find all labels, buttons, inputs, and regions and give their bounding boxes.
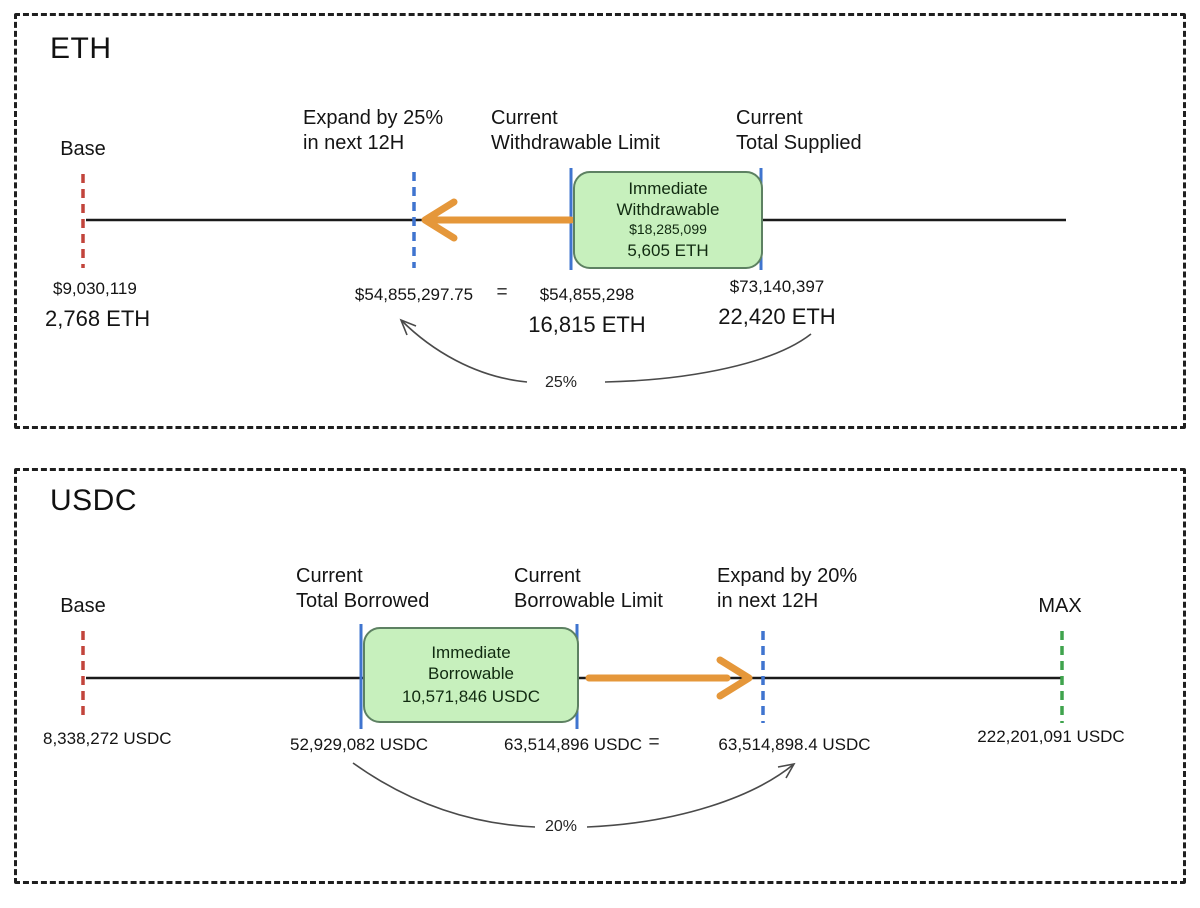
eth-base-usd-value: $9,030,119	[53, 279, 137, 298]
usdc-max-amount-value: 222,201,091 USDC	[977, 727, 1125, 746]
usdc-expand-amount-value: 63,514,898.4 USDC	[718, 735, 871, 754]
eth-supplied-amount-value: 22,420 ETH	[718, 304, 836, 329]
usdc-box-title-line2: Borrowable	[428, 664, 514, 683]
usdc-percent-label: 20%	[544, 818, 578, 835]
eth-expand-left-arrow	[421, 198, 575, 242]
eth-total-supplied-label: Current Total Supplied	[736, 107, 862, 154]
usdc-equals-sign: =	[648, 732, 660, 753]
eth-base-label: Base	[60, 138, 106, 160]
eth-box-title-line2: Withdrawable	[616, 200, 720, 219]
eth-panel: ETH Immediate	[14, 13, 1186, 429]
usdc-expand-label: Expand by 20% in next 12H	[717, 565, 858, 612]
eth-box-amount-value: 5,605 ETH	[627, 241, 709, 260]
eth-limit-usd-value: $54,855,298	[539, 285, 635, 304]
usdc-percent-annotation-arrow	[352, 762, 796, 828]
usdc-box-amount-value: 10,571,846 USDC	[402, 687, 540, 706]
eth-box-title-line1: Immediate	[628, 179, 708, 198]
usdc-total-borrowed-label: Current Total Borrowed	[296, 565, 430, 612]
eth-panel-title: ETH	[50, 32, 112, 65]
usdc-base-amount-value: 8,338,272 USDC	[43, 729, 172, 748]
eth-equals-sign: =	[496, 282, 508, 303]
usdc-number-line-graphic	[81, 624, 1064, 828]
eth-expand-usd-value: $54,855,297.75	[354, 285, 474, 304]
usdc-expand-right-arrow	[585, 656, 753, 700]
eth-immediate-withdrawable-box: Immediate Withdrawable $18,285,099 5,605…	[573, 171, 763, 269]
usdc-panel-title: USDC	[50, 484, 138, 517]
usdc-borrowable-limit-label: Current Borrowable Limit	[514, 565, 663, 612]
eth-limit-amount-value: 16,815 ETH	[528, 312, 646, 337]
usdc-immediate-borrowable-box: Immediate Borrowable 10,571,846 USDC	[363, 627, 579, 723]
eth-withdrawable-limit-label: Current Withdrawable Limit	[491, 107, 660, 154]
usdc-base-label: Base	[60, 595, 106, 617]
eth-expand-label: Expand by 25% in next 12H	[303, 107, 444, 154]
usdc-panel: USDC	[14, 468, 1186, 884]
eth-percent-annotation-arrow	[399, 318, 812, 383]
eth-supplied-usd-value: $73,140,397	[729, 277, 825, 296]
usdc-box-title-line1: Immediate	[431, 643, 511, 662]
eth-percent-label: 25%	[544, 374, 578, 391]
usdc-limit-amount-value: 63,514,896 USDC	[504, 735, 642, 754]
eth-base-amount-value: 2,768 ETH	[45, 306, 151, 331]
usdc-max-label: MAX	[1038, 595, 1082, 617]
usdc-borrowed-amount-value: 52,929,082 USDC	[290, 735, 428, 754]
eth-number-line-graphic	[81, 168, 1066, 383]
eth-box-usd-value: $18,285,099	[629, 221, 707, 237]
